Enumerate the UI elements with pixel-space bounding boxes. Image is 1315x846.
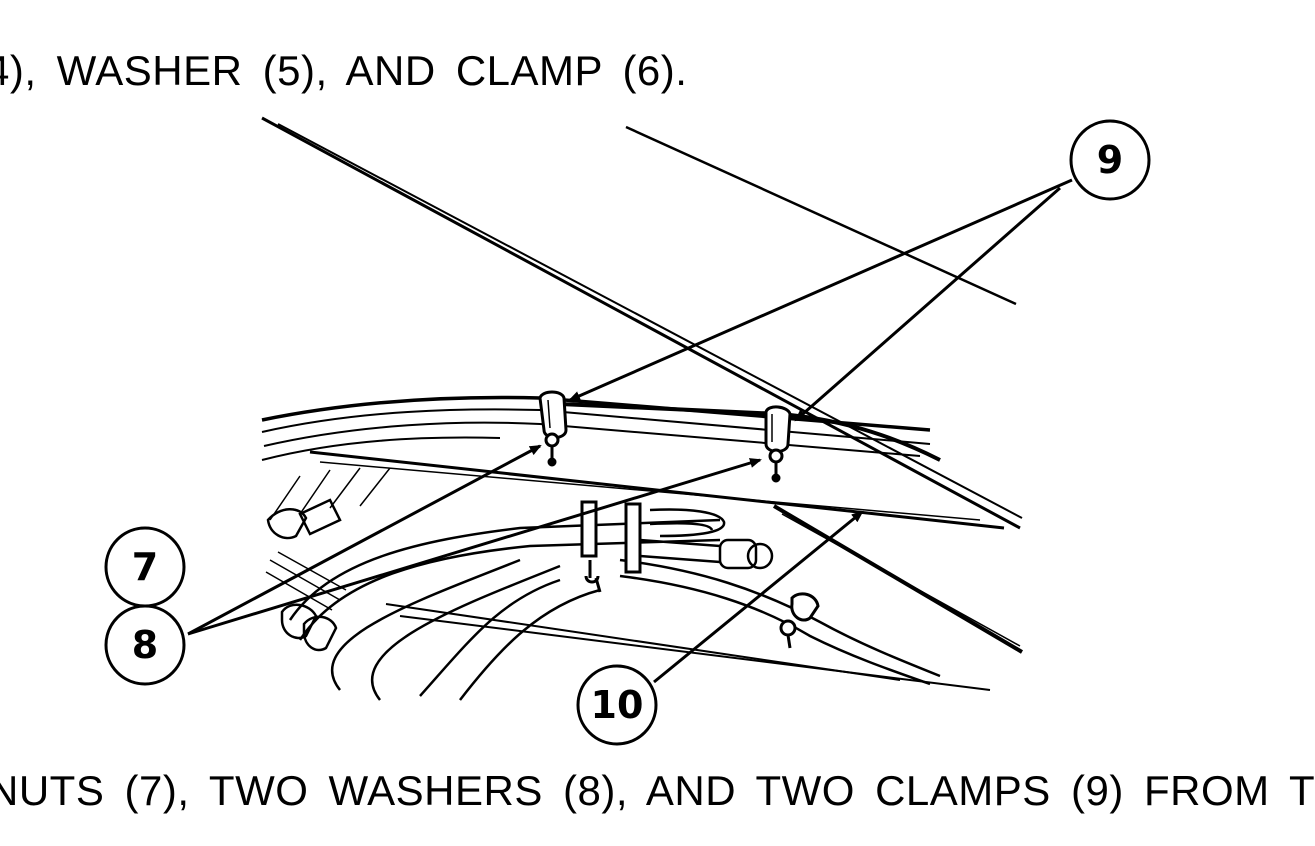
instruction-text-top: 4), WASHER (5), AND CLAMP (6). xyxy=(0,47,688,94)
callout-9-label: 9 xyxy=(1097,138,1123,182)
frame-lines xyxy=(261,116,1024,654)
callout-7: 7 xyxy=(104,526,186,608)
clamp-left xyxy=(538,390,568,467)
clamp-right xyxy=(764,405,792,483)
clamp-lower-center xyxy=(580,500,642,593)
clamp-lower-right xyxy=(779,592,820,649)
callout-7-label: 7 xyxy=(132,545,158,589)
callout-10: 10 xyxy=(576,664,658,746)
callout-9: 9 xyxy=(1069,119,1151,201)
callout-8-label: 8 xyxy=(132,623,158,667)
technical-illustration: 9 7 8 10 xyxy=(104,116,1151,746)
leader-lines xyxy=(187,178,1073,684)
callout-8: 8 xyxy=(104,604,186,686)
callout-10-label: 10 xyxy=(591,683,644,727)
instruction-text-bottom: NUTS (7), TWO WASHERS (8), AND TWO CLAMP… xyxy=(0,767,1315,814)
